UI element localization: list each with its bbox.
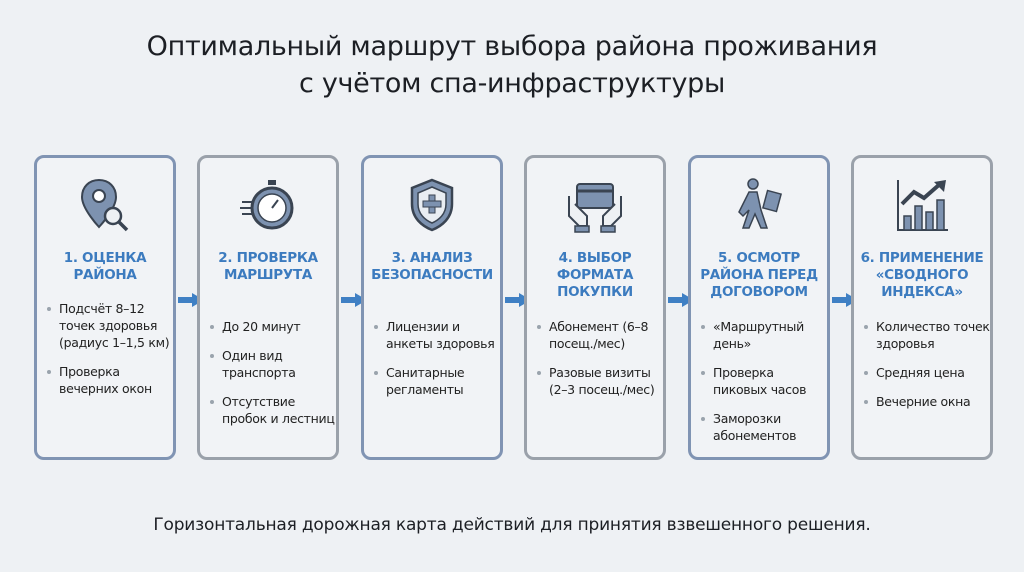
step-item: Заморозки абонементов: [699, 410, 829, 444]
step-card-4: 4. ВЫБОР ФОРМАТА ПОКУПКИ Абонемент (6–8 …: [524, 155, 666, 460]
step-item: Абонемент (6–8 посещ./мес): [535, 318, 665, 352]
step-title: 6. ПРИМЕНЕНИЕ «СВОДНОГО ИНДЕКСА»: [860, 250, 984, 300]
step-card-3: 3. АНАЛИЗ БЕЗОПАСНОСТИ Лицензии и анкеты…: [361, 155, 503, 460]
step-card-1: 1. ОЦЕНКА РАЙОНА Подсчёт 8–12 точек здор…: [34, 155, 176, 460]
step-item: До 20 минут: [208, 318, 338, 335]
step-title: 4. ВЫБОР ФОРМАТА ПОКУПКИ: [556, 250, 634, 300]
growth-chart-icon: [854, 176, 990, 236]
step-item: Санитарные регламенты: [372, 364, 502, 398]
step-item: Разовые визиты (2–3 посещ./мес): [535, 364, 665, 398]
step-item: Проверка вечерних окон: [45, 363, 175, 397]
card-in-hands-icon: [527, 176, 663, 236]
step-items: Абонемент (6–8 посещ./мес) Разовые визиты…: [535, 318, 665, 410]
location-search-icon: [37, 176, 173, 236]
step-item: «Маршрутный день»: [699, 318, 829, 352]
step-item: Средняя цена: [862, 364, 992, 381]
step-card-5: 5. ОСМОТР РАЙОНА ПЕРЕД ДОГОВОРОМ «Маршру…: [688, 155, 830, 460]
step-item: Отсутствие пробок и лестниц: [208, 393, 338, 427]
stopwatch-icon: [200, 176, 336, 236]
step-item: Проверка пиковых часов: [699, 364, 829, 398]
step-card-6: 6. ПРИМЕНЕНИЕ «СВОДНОГО ИНДЕКСА» Количес…: [851, 155, 993, 460]
footer-caption: Горизонтальная дорожная карта действий д…: [153, 515, 871, 535]
step-title: 3. АНАЛИЗ БЕЗОПАСНОСТИ: [371, 250, 493, 283]
step-item: Один вид транспорта: [208, 347, 338, 381]
step-title: 2. ПРОВЕРКА МАРШРУТА: [218, 250, 318, 283]
shield-cross-icon: [364, 176, 500, 236]
step-item: Количество точек здоровья: [862, 318, 992, 352]
step-title: 5. ОСМОТР РАЙОНА ПЕРЕД ДОГОВОРОМ: [700, 250, 818, 300]
step-item: Вечерние окна: [862, 393, 992, 410]
step-items: Подсчёт 8–12 точек здоровья (радиус 1–1,…: [45, 300, 175, 409]
page-title: Оптимальный маршрут выбора района прожив…: [146, 31, 878, 99]
step-item: Подсчёт 8–12 точек здоровья (радиус 1–1,…: [45, 300, 175, 351]
walking-person-icon: [691, 176, 827, 236]
step-item: Лицензии и анкеты здоровья: [372, 318, 502, 352]
step-title: 1. ОЦЕНКА РАЙОНА: [63, 250, 147, 283]
